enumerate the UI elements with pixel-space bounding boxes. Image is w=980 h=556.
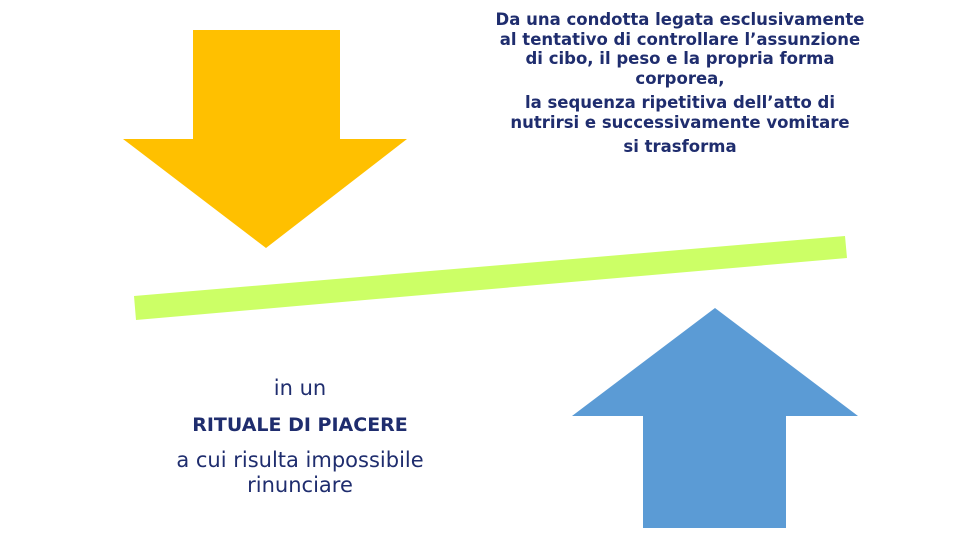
- bottom-line-conclusion: a cui risulta impossibile rinunciare: [176, 448, 424, 497]
- description-paragraph-1: Da una condotta legata esclusivamente al…: [495, 10, 865, 88]
- description-paragraph-3: si trasforma: [623, 137, 737, 156]
- bottom-line-highlight: RITUALE DI PIACERE: [192, 414, 408, 436]
- down-arrow-icon: [123, 30, 407, 248]
- top-description: Da una condotta legata esclusivamente al…: [490, 10, 870, 162]
- up-arrow-icon: [572, 308, 858, 528]
- balance-bar: [134, 236, 847, 320]
- bottom-line-intro: in un: [273, 376, 327, 400]
- description-paragraph-2: la sequenza ripetitiva dell’atto di nutr…: [510, 93, 850, 132]
- bottom-description: in un RITUALE DI PIACERE a cui risulta i…: [140, 376, 460, 498]
